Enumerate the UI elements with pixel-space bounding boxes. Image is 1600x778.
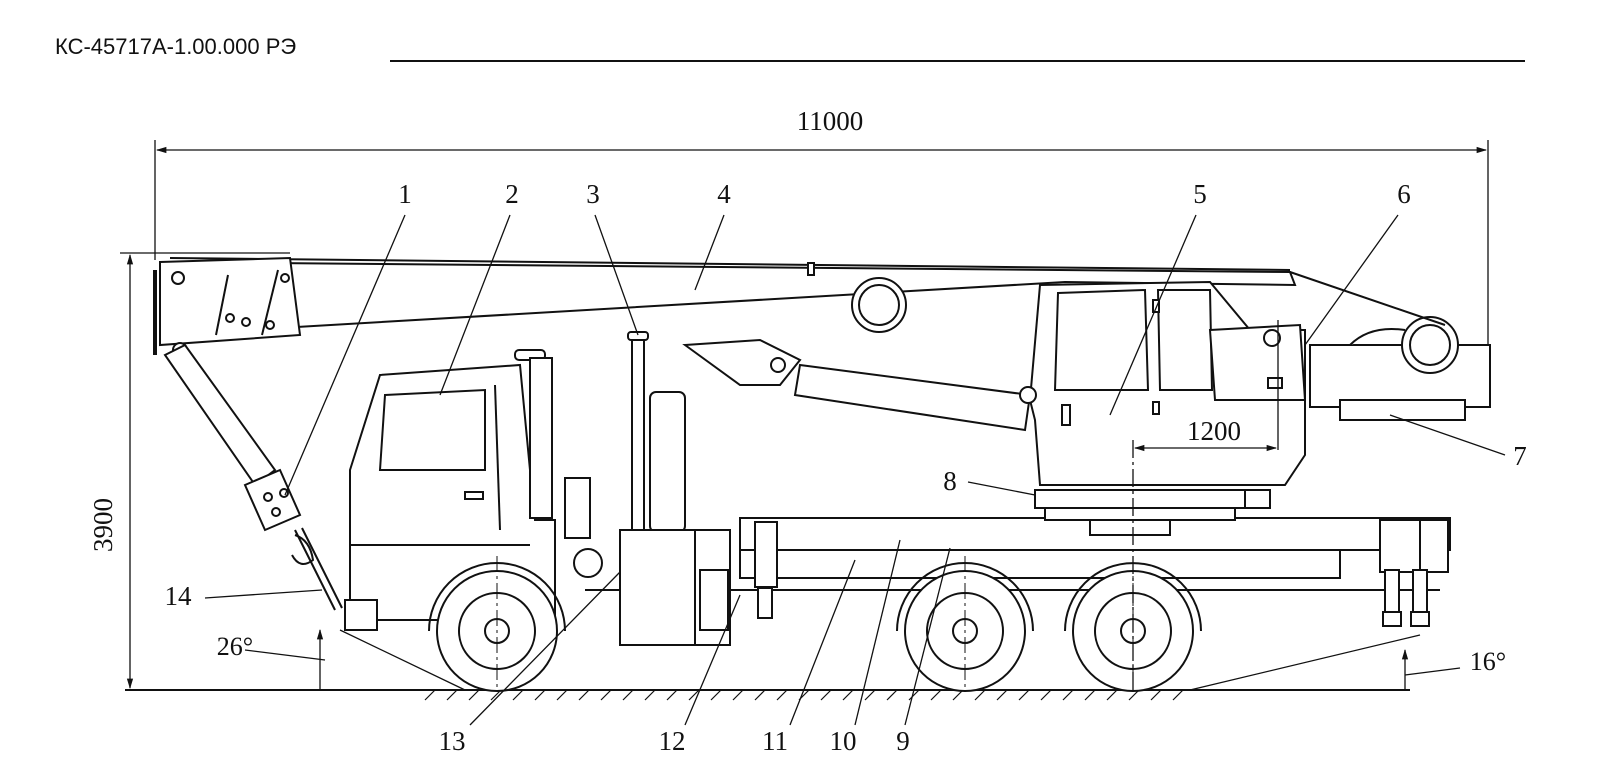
callout-leader xyxy=(789,559,856,726)
callout-number: 13 xyxy=(439,726,466,756)
callout-leader xyxy=(904,547,951,726)
length-value: 11000 xyxy=(797,106,864,136)
wheel xyxy=(428,556,566,692)
truck-cab xyxy=(344,349,591,631)
callout-number: 4 xyxy=(717,179,731,209)
offset-value: 1200 xyxy=(1187,416,1241,446)
wheels xyxy=(428,556,1202,692)
callout-leader xyxy=(684,594,741,726)
callout-leader xyxy=(439,214,511,396)
callout-leader xyxy=(284,214,406,496)
chassis-frame xyxy=(585,517,1451,627)
height-dimension xyxy=(120,252,290,690)
callout-leaders xyxy=(204,214,1506,726)
callout-leader xyxy=(1304,214,1399,346)
crane-cabin xyxy=(1028,280,1307,486)
callout-number: 1 xyxy=(398,179,412,209)
callout-leader xyxy=(1389,414,1506,456)
header-rule xyxy=(390,60,1525,62)
callout-number: 14 xyxy=(165,581,193,611)
lift-cylinder xyxy=(682,338,1037,432)
callout-leader xyxy=(469,571,621,726)
callout-number: 7 xyxy=(1513,441,1527,471)
jib-arm xyxy=(163,343,343,611)
slewing-ring xyxy=(1034,489,1271,536)
height-value: 3900 xyxy=(88,498,118,552)
callout-number: 6 xyxy=(1397,179,1411,209)
wheel xyxy=(896,556,1034,692)
counterweight xyxy=(1289,271,1491,421)
callout-number: 11 xyxy=(762,726,788,756)
callout-number: 3 xyxy=(586,179,600,209)
callout-leader xyxy=(1109,214,1197,416)
boom xyxy=(153,256,1297,358)
offset-dimension xyxy=(1132,320,1279,690)
callout-leader xyxy=(854,539,901,726)
callout-number: 12 xyxy=(659,726,686,756)
ground xyxy=(125,689,1410,701)
callout-leader xyxy=(204,589,323,599)
rear-angle: 16° xyxy=(1470,647,1506,676)
callout-leader xyxy=(594,214,639,336)
callout-number: 10 xyxy=(830,726,857,756)
front-angle: 26° xyxy=(217,632,253,661)
document-code: КС-45717А-1.00.000 РЭ xyxy=(55,34,297,59)
callout-leader xyxy=(694,214,725,291)
callout-leader xyxy=(967,481,1036,496)
callout-number: 8 xyxy=(943,466,957,496)
approach-angles xyxy=(244,628,1461,691)
cab-guard xyxy=(573,331,731,646)
callout-number: 2 xyxy=(505,179,519,209)
length-dimension xyxy=(154,140,1489,350)
callout-number: 5 xyxy=(1193,179,1207,209)
callout-number: 9 xyxy=(896,726,910,756)
